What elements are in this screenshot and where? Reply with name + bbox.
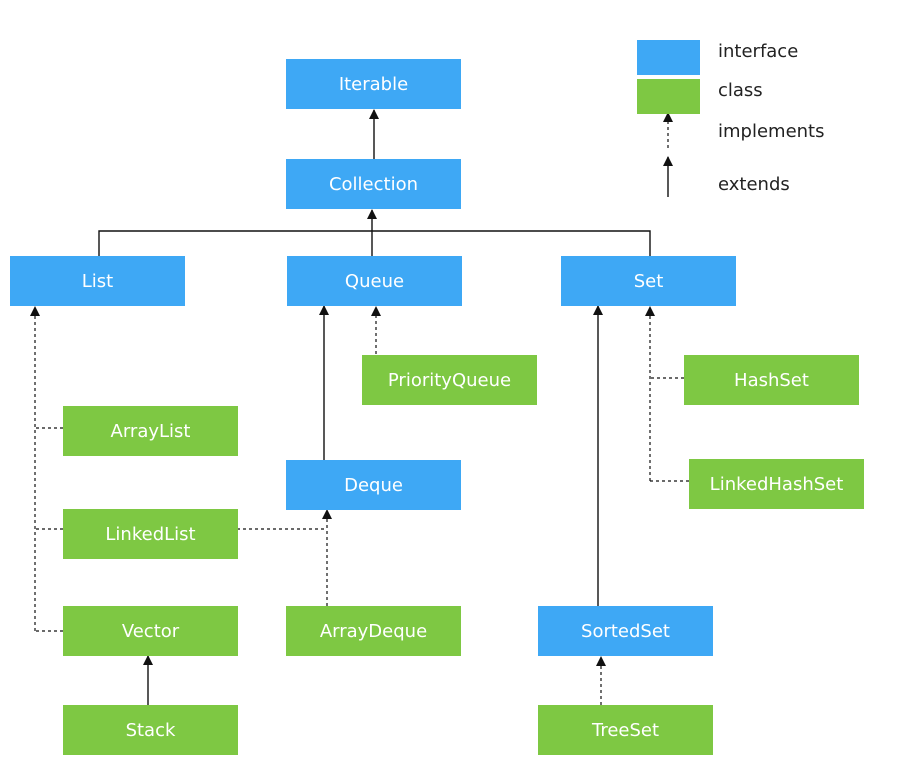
node-list: List	[10, 256, 185, 306]
legend-interface-label: interface	[718, 41, 799, 62]
node-arraylist: ArrayList	[63, 406, 238, 456]
node-stack: Stack	[63, 705, 238, 755]
legend-interface-swatch	[637, 40, 700, 75]
node-sortedset: SortedSet	[538, 606, 713, 656]
node-collection: Collection	[286, 159, 461, 209]
node-queue: Queue	[287, 256, 462, 306]
node-deque: Deque	[286, 460, 461, 510]
node-arraydeque: ArrayDeque	[286, 606, 461, 656]
legend-class-swatch	[637, 79, 700, 114]
node-hashset: HashSet	[684, 355, 859, 405]
node-treeset: TreeSet	[538, 705, 713, 755]
node-linkedhashset: LinkedHashSet	[689, 459, 864, 509]
node-linkedlist: LinkedList	[63, 509, 238, 559]
node-priorityqueue: PriorityQueue	[362, 355, 537, 405]
node-vector: Vector	[63, 606, 238, 656]
edge-set-to-collection	[372, 230, 651, 256]
node-set: Set	[561, 256, 736, 306]
edge-list-to-collection	[98, 230, 372, 256]
node-iterable: Iterable	[286, 59, 461, 109]
legend-extends-label: extends	[718, 174, 790, 195]
legend-implements-label: implements	[718, 121, 825, 142]
legend-class-label: class	[718, 80, 763, 101]
